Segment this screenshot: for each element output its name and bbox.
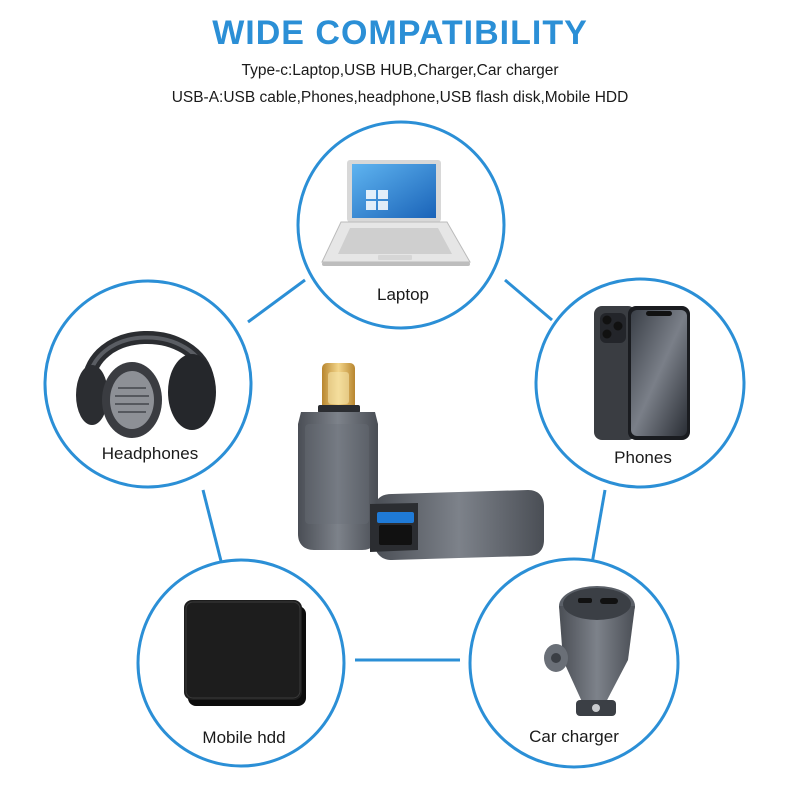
line-headphones-hdd: [201, 489, 224, 566]
hdd-icon: [184, 600, 306, 706]
usb-c-adapter-icon: [298, 363, 544, 560]
line-laptop-headphones: [247, 278, 306, 324]
car-charger-label: Car charger: [529, 727, 619, 746]
usb-a-compat-line: USB-A:USB cable,Phones,headphone,USB fla…: [171, 89, 629, 106]
phones-label: Phones: [614, 448, 672, 467]
line-laptop-phones: [504, 278, 553, 322]
car-charger-icon: [544, 586, 635, 716]
type-c-compat-line: Type-c:Laptop,USB HUB,Charger,Car charge…: [241, 62, 559, 79]
headphones-icon: [76, 331, 216, 438]
page-title: WIDE COMPATIBILITY: [212, 14, 588, 52]
laptop-icon: [321, 160, 471, 266]
mobile-hdd-label: Mobile hdd: [202, 728, 285, 747]
phone-icon: [594, 306, 690, 440]
laptop-label: Laptop: [377, 285, 429, 304]
headphones-label: Headphones: [102, 444, 198, 463]
